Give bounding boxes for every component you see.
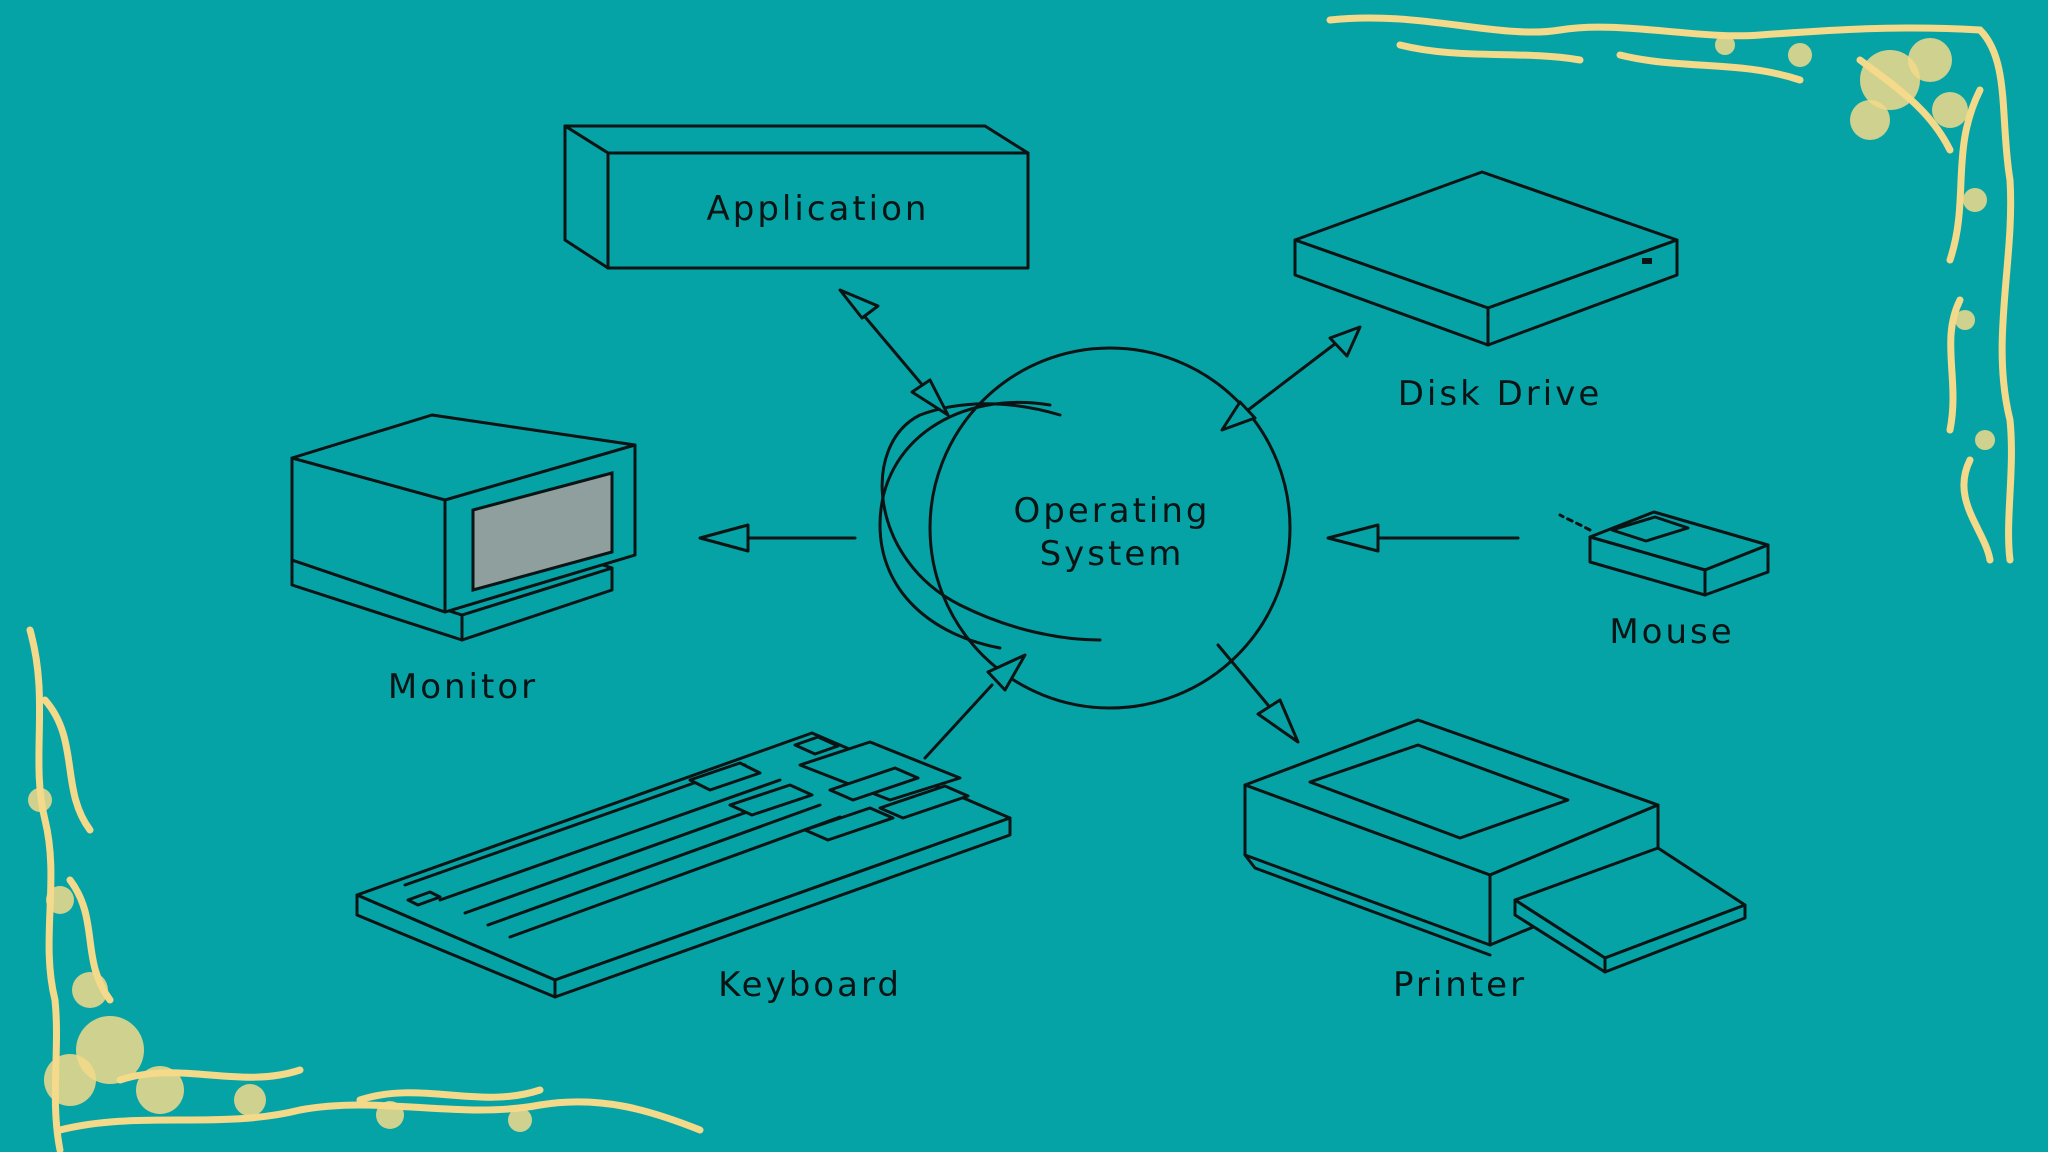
operating-system-node: Operating System xyxy=(878,346,1292,710)
top-right-ornament xyxy=(1326,14,2015,564)
bottom-left-ornament xyxy=(26,626,704,1152)
application-box: Application xyxy=(563,124,1030,270)
keyboard-label: Keyboard xyxy=(718,965,902,1005)
mouse-device: Mouse xyxy=(1558,510,1770,652)
mouse-label: Mouse xyxy=(1609,612,1734,652)
disk-drive-label: Disk Drive xyxy=(1398,374,1602,414)
edge-disk-os xyxy=(1220,325,1362,432)
os-label-line1: Operating xyxy=(1014,491,1211,531)
monitor-label: Monitor xyxy=(388,667,538,707)
disk-drive-device: Disk Drive xyxy=(1293,170,1679,414)
application-label: Application xyxy=(707,189,930,229)
monitor-device: Monitor xyxy=(290,413,637,707)
edge-os-monitor xyxy=(698,523,857,553)
printer-label: Printer xyxy=(1393,965,1527,1005)
printer-device: Printer xyxy=(1243,718,1747,1005)
edge-mouse-os xyxy=(1326,523,1520,553)
edge-os-printer xyxy=(1216,643,1300,744)
keyboard-device: Keyboard xyxy=(355,731,1012,1005)
edge-application-os xyxy=(838,288,950,417)
os-label-line2: System xyxy=(1040,534,1185,574)
edge-keyboard-os xyxy=(923,653,1027,760)
